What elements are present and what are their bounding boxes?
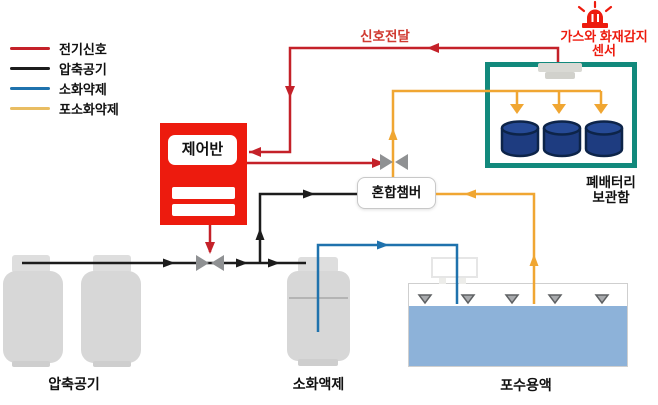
arrow-right-icon	[236, 258, 248, 268]
agent-tank-label: 소화액제	[292, 376, 345, 392]
legend-label: 소화약제	[59, 81, 107, 97]
gas-fire-sensor-label: 가스와 화재감지 센서	[550, 30, 658, 58]
arrow-right-icon	[303, 189, 315, 199]
compressed-air-label: 압축공기	[48, 376, 100, 392]
arrow-left-icon	[464, 189, 476, 199]
float-box-leg	[459, 278, 466, 284]
battery-box-label: 폐배터리 보관함	[574, 175, 648, 205]
arrow-up-icon	[255, 228, 265, 240]
air-cylinder-1	[3, 271, 63, 363]
valves	[196, 154, 408, 271]
arrow-up-icon	[388, 128, 398, 140]
level-markers	[417, 294, 610, 305]
valve-icon	[380, 154, 408, 170]
foam-solution-tank	[408, 283, 628, 367]
sprinkler-nozzle-icon	[552, 104, 566, 114]
foam-solution-water	[409, 306, 627, 366]
legend-item-foam-agent: 포소화약제	[10, 98, 170, 118]
compressed-air-swatch	[10, 66, 50, 70]
smoke-detector-icon	[538, 63, 582, 72]
legend-label: 전기신호	[59, 41, 107, 57]
gas-fire-sensor-label-line2: 센서	[592, 43, 616, 58]
arrow-right-icon	[377, 240, 389, 250]
sprinkler-nozzle-icon	[510, 104, 524, 114]
arrow-right-icon	[163, 258, 175, 268]
smoke-detector-base	[545, 72, 575, 79]
level-marker-icon	[547, 294, 563, 305]
legend-label: 포소화약제	[59, 101, 119, 117]
control-panel-slot	[172, 204, 235, 216]
level-marker-icon	[594, 294, 610, 305]
float-sensor-box	[431, 257, 478, 278]
level-marker-icon	[417, 294, 433, 305]
gas-fire-sensor-label-line1: 가스와 화재감지	[560, 29, 648, 44]
arrow-down-icon	[285, 86, 295, 98]
legend: 전기신호 압축공기 소화약제 포소화약제	[10, 38, 170, 118]
battery-drum	[584, 120, 624, 158]
control-panel-slot	[172, 187, 235, 199]
siren-icon	[577, 0, 613, 28]
legend-label: 압축공기	[59, 61, 107, 77]
arrow-down-icon	[205, 242, 215, 254]
foam-agent-swatch	[10, 106, 50, 110]
battery-box-label-line2: 보관함	[592, 190, 630, 205]
legend-item-agent: 소화약제	[10, 78, 170, 98]
float-box-leg	[439, 278, 446, 284]
air-cylinder-1-base	[12, 361, 50, 367]
sprinkler-nozzle-icon	[594, 104, 608, 114]
level-marker-icon	[460, 294, 476, 305]
level-marker-icon	[504, 294, 520, 305]
electric-signal-lines	[205, 43, 560, 254]
arrow-right-icon	[372, 158, 384, 168]
electric-signal-swatch	[10, 46, 50, 50]
air-cylinder-2	[81, 271, 141, 363]
arrow-left-icon	[249, 147, 261, 157]
agent-tank-base	[298, 359, 338, 366]
mixing-chamber-box: 혼합챔버	[357, 177, 436, 209]
arrow-right-icon	[268, 258, 280, 268]
signal-transfer-label: 신호전달	[360, 29, 410, 44]
legend-item-compressed-air: 압축공기	[10, 58, 170, 78]
control-panel-box: 제어반	[160, 123, 247, 225]
battery-drums	[500, 120, 624, 158]
foam-lines	[388, 89, 608, 304]
battery-drum	[500, 120, 540, 158]
air-cylinder-2-base	[93, 361, 131, 367]
legend-item-electric-signal: 전기신호	[10, 38, 170, 58]
foam-solution-label: 포수용액	[500, 377, 552, 393]
battery-drum	[542, 120, 582, 158]
battery-box-label-line1: 폐배터리	[586, 175, 636, 190]
control-panel-label: 제어반	[168, 135, 237, 165]
agent-swatch	[10, 86, 50, 90]
agent-lines	[316, 240, 459, 332]
valve-icon	[196, 255, 224, 271]
arrow-left-icon	[427, 43, 439, 53]
compressed-air-lines	[22, 189, 357, 268]
arrow-up-icon	[529, 254, 539, 266]
